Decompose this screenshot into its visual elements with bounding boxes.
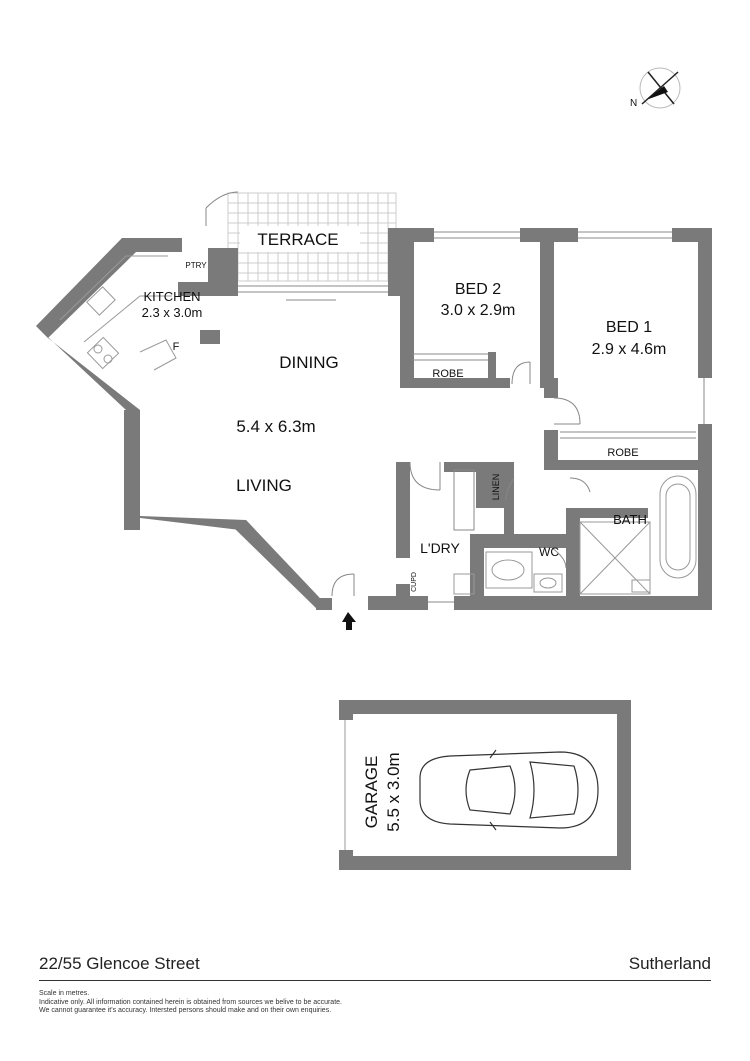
terrace-label: TERRACE (257, 230, 338, 249)
kitchen-counter (59, 255, 220, 371)
bed2-size-label: 3.0 x 2.9m (441, 302, 516, 319)
doors-windows (205, 191, 705, 603)
bed2-label: BED 2 (455, 281, 501, 298)
bed1-label: BED 1 (606, 319, 652, 336)
bathroom-fixtures (453, 475, 697, 595)
cupboard-label: CUPD (411, 572, 418, 592)
wc-label: WC (539, 545, 559, 559)
car-icon (419, 749, 599, 831)
footer-divider (39, 980, 711, 981)
garage-label: GARAGE (362, 756, 381, 829)
laundry-label: L'DRY (420, 540, 460, 556)
bath-label: BATH (613, 512, 647, 527)
entry-arrow-icon (342, 612, 356, 630)
bed1-robe-label: ROBE (607, 447, 638, 459)
disclaimer: Scale in metres. Indicative only. All in… (39, 990, 342, 1016)
living-size-label: 5.4 x 6.3m (236, 417, 315, 436)
floor-plan: N (36, 67, 712, 870)
kitchen-size-label: 2.3 x 3.0m (142, 305, 203, 320)
property-address: 22/55 Glencoe Street (39, 954, 200, 973)
linen-label: LINEN (491, 474, 501, 501)
disclaimer-line: We cannot guarantee it's accuracy. Inter… (39, 1007, 332, 1014)
living-label: LIVING (236, 476, 292, 495)
property-suburb: Sutherland (628, 954, 711, 973)
exterior-walls (36, 228, 712, 610)
interior-walls (396, 228, 712, 610)
garage-size-label: 5.5 x 3.0m (384, 752, 403, 831)
disclaimer-line: Indicative only. All information contain… (39, 998, 342, 1006)
bed1-size-label: 2.9 x 4.6m (592, 341, 667, 358)
compass-north-label: N (630, 98, 637, 109)
dining-label: DINING (279, 353, 339, 372)
bed2-robe-label: ROBE (432, 368, 463, 380)
north-compass-icon: N (630, 67, 681, 109)
pantry-label: PTRY (185, 261, 207, 270)
disclaimer-line: Scale in metres. (39, 990, 90, 997)
kitchen-label: KITCHEN (143, 289, 200, 304)
garage: GARAGE 5.5 x 3.0m (339, 700, 631, 870)
fridge-label: F (173, 341, 180, 353)
